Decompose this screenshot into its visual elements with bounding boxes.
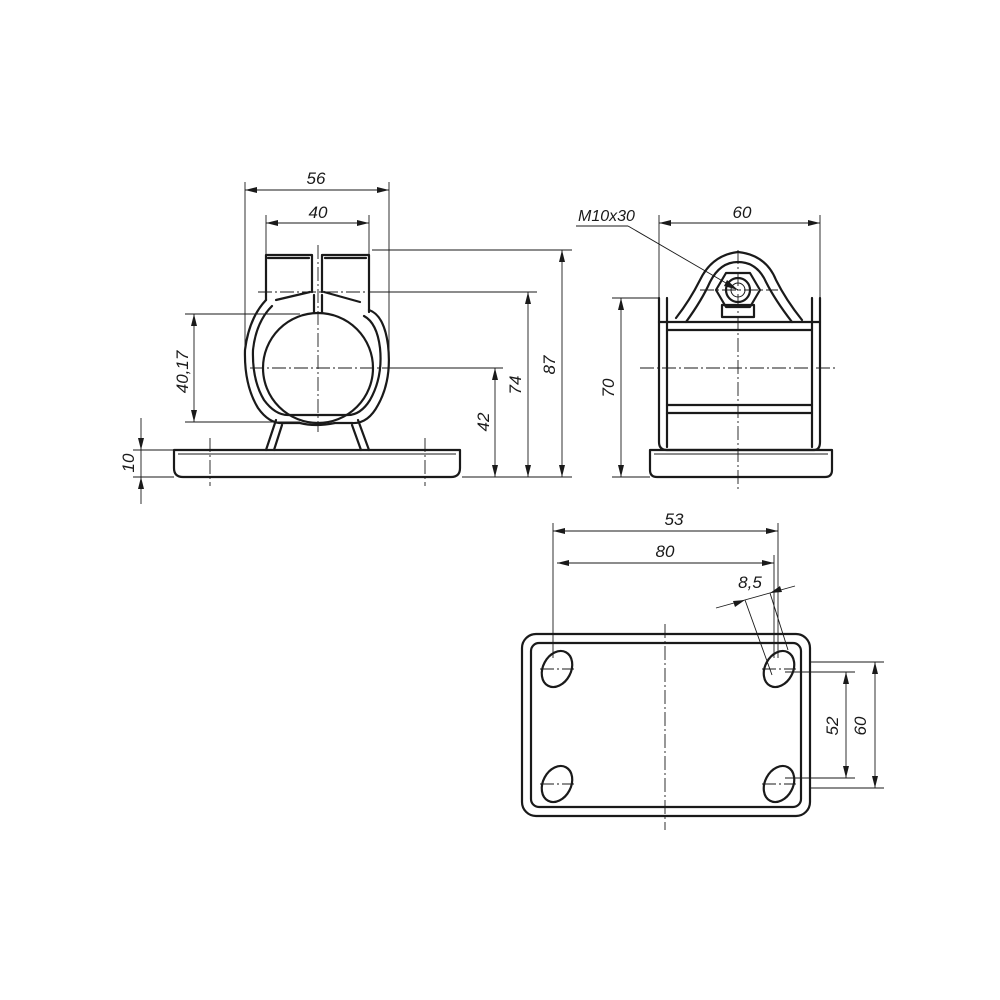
plan-dim-52: 52 [823,716,842,735]
plan-dim-8-5: 8,5 [738,573,762,592]
plan-hole-top-left [540,649,574,689]
front-dim-10: 10 [119,453,138,472]
front-dim-74: 74 [506,376,525,395]
side-bolt-label: M10x30 [578,208,635,225]
plan-dim-60: 60 [851,716,870,735]
front-dim-40-17: 40,17 [173,350,192,393]
front-dim-87: 87 [540,355,559,374]
side-dim-70: 70 [599,378,618,397]
front-right-leg [356,418,371,452]
plan-dim-53: 53 [665,510,684,529]
front-clamp-ring-inner [251,304,382,417]
plan-hole-top-right [762,649,796,689]
front-view [172,245,462,486]
front-left-leg [264,418,278,452]
side-view [640,250,835,490]
plan-inner-outline [529,641,803,809]
side-bolt-nut [714,271,762,309]
side-dimensions: 60 70 M10x30 [576,203,821,478]
side-base-plate [648,448,834,479]
front-dimensions: 56 40 87 74 42 40,17 [119,169,572,504]
plan-dimensions: 53 80 8,5 52 60 [552,510,884,789]
front-base-plate [172,448,462,479]
plan-outer-outline [520,632,812,818]
plan-hole-bottom-right [762,764,796,804]
plan-hole-bottom-left [540,764,574,804]
front-clamp-body [264,253,371,314]
plan-view [520,624,812,830]
front-dim-56: 56 [307,169,326,188]
front-dim-42: 42 [474,412,493,431]
plan-dim-80: 80 [656,542,675,561]
front-dim-40: 40 [309,203,328,222]
side-dim-60: 60 [733,203,752,222]
side-body [657,296,822,452]
